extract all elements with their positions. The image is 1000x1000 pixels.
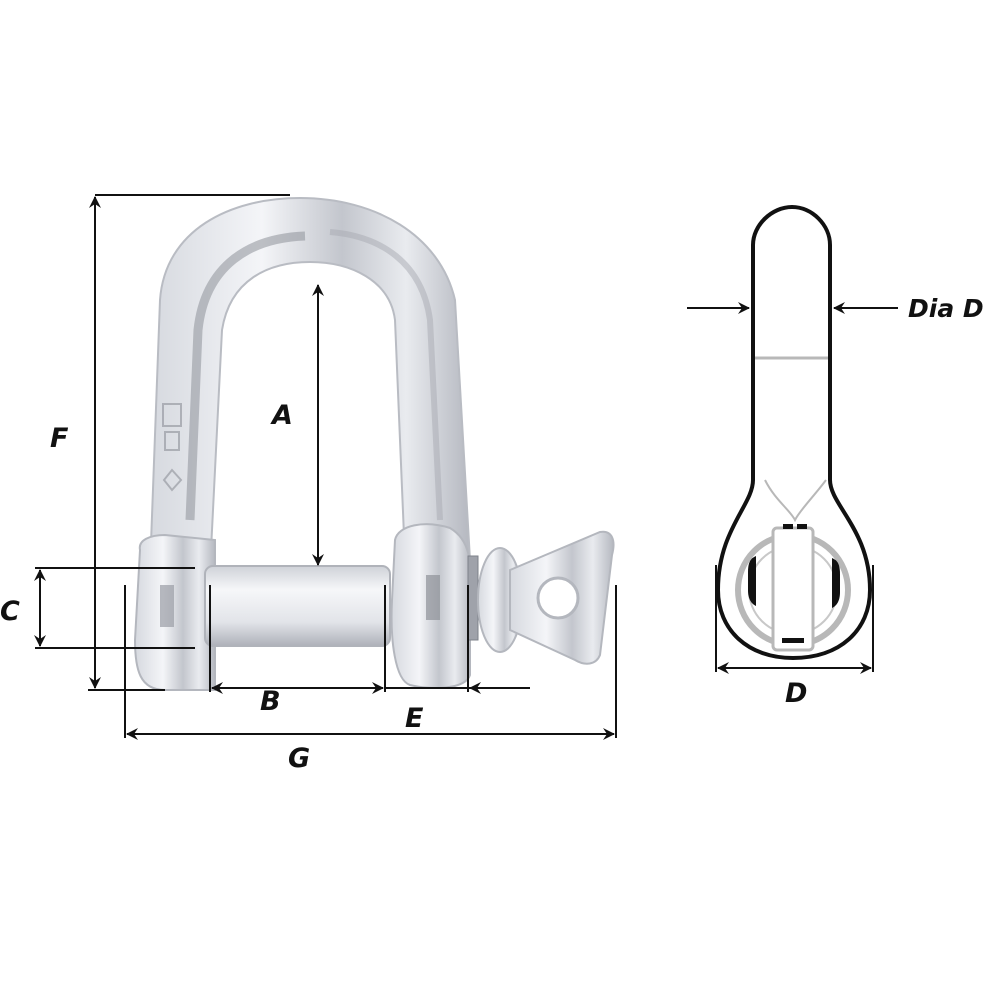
label-c: C xyxy=(0,596,20,627)
pin-head-key xyxy=(477,530,615,665)
shackle-bow xyxy=(148,196,472,571)
label-a: A xyxy=(270,400,293,431)
label-d: D xyxy=(785,678,807,709)
brand-emboss-mark xyxy=(162,403,183,492)
label-f: F xyxy=(50,423,69,454)
shackle-left-eye xyxy=(133,533,216,691)
label-e: E xyxy=(405,703,424,734)
front-dimension-lines xyxy=(34,194,617,740)
shackle-front-view xyxy=(133,196,615,691)
shackle-side-view xyxy=(715,204,873,661)
label-g: G xyxy=(288,743,310,774)
label-b: B xyxy=(260,686,281,717)
label-dia-d: Dia D xyxy=(908,294,984,323)
side-view-outline xyxy=(715,204,873,661)
shackle-pin xyxy=(204,565,391,647)
side-dimension-lines xyxy=(687,302,898,674)
